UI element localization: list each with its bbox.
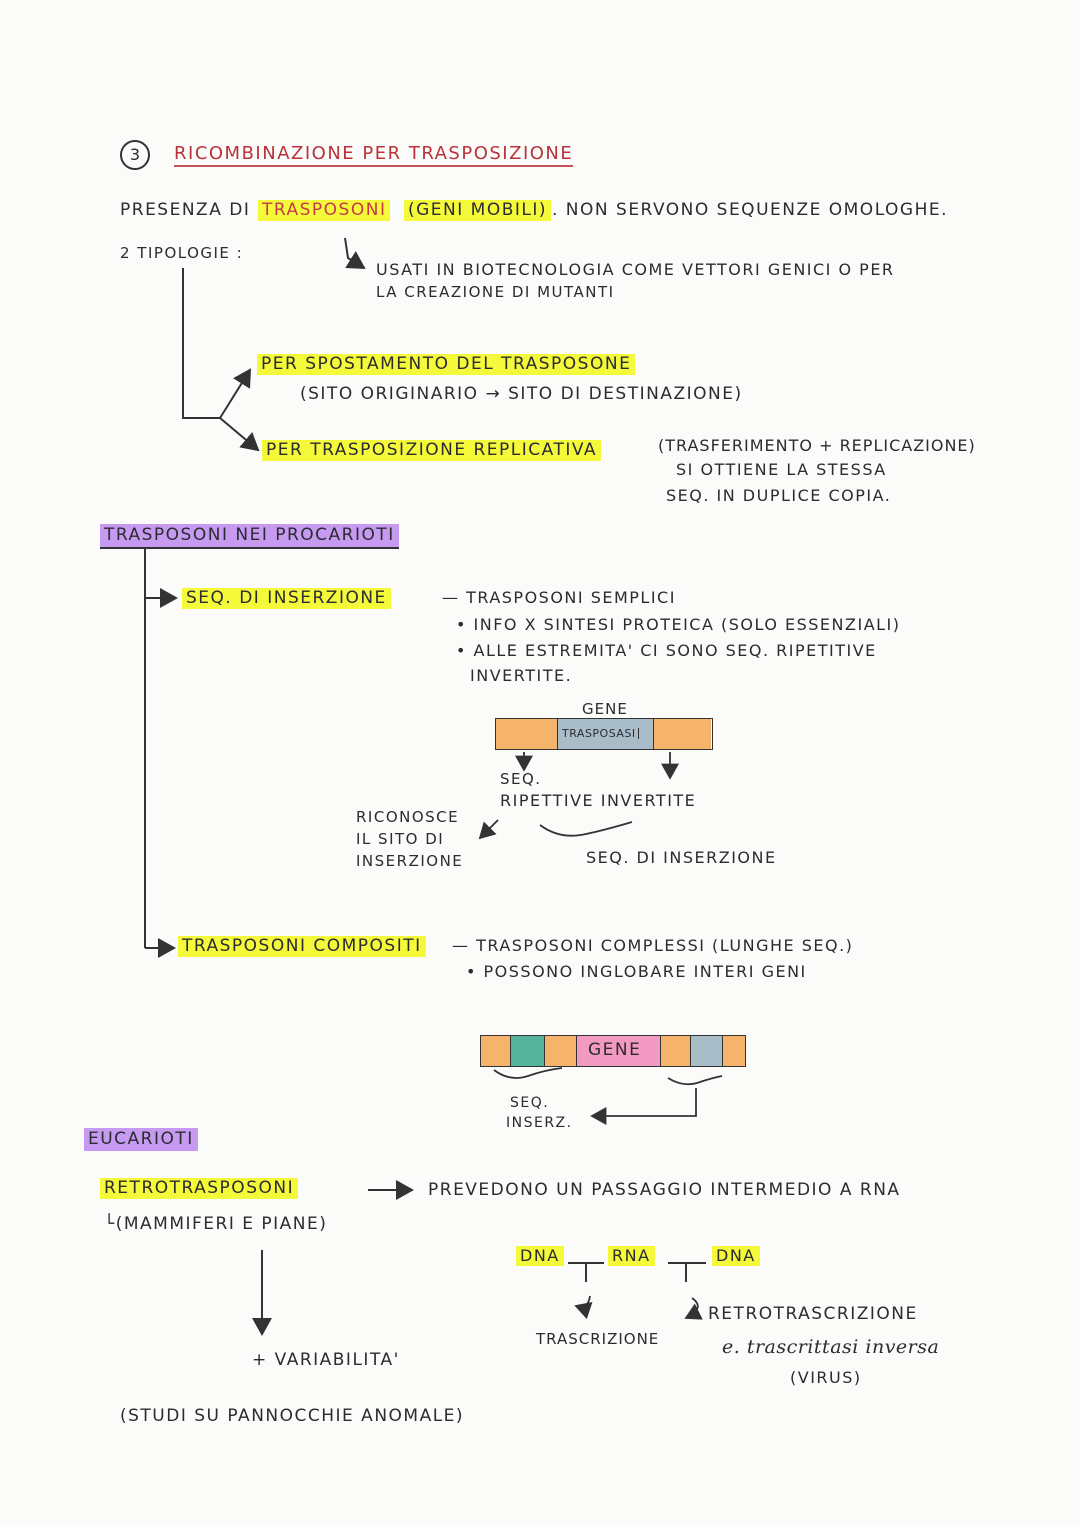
type-replicativa-note2: SI OTTIENE LA STESSA <box>676 460 887 479</box>
seq-ins-line2: • INFO X SINTESI PROTEICA (SOLO ESSENZIA… <box>456 615 901 634</box>
dna-label-2: DNA <box>712 1246 760 1266</box>
intro-trasposoni: TRASPOSONI <box>258 200 391 221</box>
inverted-repeat-left <box>496 719 558 749</box>
composite-transposon-diagram <box>480 1035 746 1067</box>
seq-ins-line1: — TRASPOSONI SEMPLICI <box>442 588 676 607</box>
diag1-trasposasi-label: TRASPOSASI <box>562 728 639 739</box>
composti-line1: — TRASPOSONI COMPLESSI (LUNGHE SEQ.) <box>452 936 854 955</box>
seq-ins-line3: • ALLE ESTREMITA' CI SONO SEQ. RIPETITIV… <box>456 641 877 660</box>
intro-usati-line1: USATI IN BIOTECNOLOGIA COME VETTORI GENI… <box>376 260 895 279</box>
retrotrasposoni-label: RETROTRASPOSONI <box>100 1178 299 1199</box>
trascrittasi-label: e. trascrittasi inversa <box>722 1336 940 1358</box>
procarioti-heading: TRASPOSONI NEI PROCARIOTI <box>100 524 399 549</box>
trasposoni-compositi-label: TRASPOSONI COMPOSITI <box>178 936 426 957</box>
intro-presenza: PRESENZA DI <box>120 200 251 220</box>
seq-inserzione-label: SEQ. DI INSERZIONE <box>182 588 391 609</box>
intro-geni-mobili: (GENI MOBILI) <box>404 200 552 221</box>
type-replicativa-note1: (TRASFERIMENTO + REPLICAZIONE) <box>658 436 976 455</box>
diag2-gene-label: GENE <box>588 1040 642 1060</box>
intro-rest: . NON SERVONO SEQUENZE OMOLOGHE. <box>552 200 949 220</box>
diag1-riconosce-1: RICONOSCE <box>356 808 460 826</box>
composite-gene <box>577 1036 661 1066</box>
seq-ins-line4: INVERTITE. <box>470 666 573 685</box>
dna-label-1: DNA <box>516 1246 564 1266</box>
diag2-seq-1: SEQ. <box>510 1095 550 1111</box>
diag1-riconosce-2: IL SITO DI <box>356 830 445 848</box>
type-replicativa-note3: SEQ. IN DUPLICE COPIA. <box>666 486 892 505</box>
eucarioti-heading: EUCARIOTI <box>84 1128 198 1151</box>
section-title: RICOMBINAZIONE PER TRASPOSIZIONE <box>174 145 574 167</box>
composti-line2: • POSSONO INGLOBARE INTERI GENI <box>466 962 807 981</box>
prevedono-text: PREVEDONO UN PASSAGGIO INTERMEDIO A RNA <box>428 1180 901 1200</box>
virus-label: (VIRUS) <box>790 1368 862 1387</box>
intro-tipologie: 2 TIPOLOGIE : <box>120 244 244 262</box>
type-replicativa: PER TRASPOSIZIONE REPLICATIVA <box>262 440 602 461</box>
rna-label: RNA <box>608 1246 655 1266</box>
retrotrasposoni-sub: └(MAMMIFERI E PIANE) <box>104 1214 328 1234</box>
diag2-seq-2: INSERZ. <box>506 1115 573 1131</box>
retrotrascrizione-label: RETROTRASCRIZIONE <box>708 1304 918 1324</box>
variabilita-label: + VARIABILITA' <box>252 1350 400 1370</box>
diag1-riconosce-3: INSERZIONE <box>356 852 464 870</box>
type-spostamento-note: (SITO ORIGINARIO → SITO DI DESTINAZIONE) <box>300 384 743 404</box>
insertion-sequence-diagram <box>495 718 713 750</box>
diag1-ripetitive-label: RIPETTIVE INVERTITE <box>500 791 697 810</box>
trascrizione-label: TRASCRIZIONE <box>536 1330 660 1348</box>
studi-label: (STUDI SU PANNOCCHIE ANOMALE) <box>120 1406 465 1426</box>
type-spostamento: PER SPOSTAMENTO DEL TRASPOSONE <box>257 354 636 375</box>
diag1-seq-label: SEQ. <box>500 770 542 788</box>
diag1-gene-label: GENE <box>582 700 628 718</box>
intro-usati-line2: LA CREAZIONE DI MUTANTI <box>376 283 615 301</box>
section-number: 3 <box>120 140 150 170</box>
diag1-seq-inserzione: SEQ. DI INSERZIONE <box>586 848 777 867</box>
